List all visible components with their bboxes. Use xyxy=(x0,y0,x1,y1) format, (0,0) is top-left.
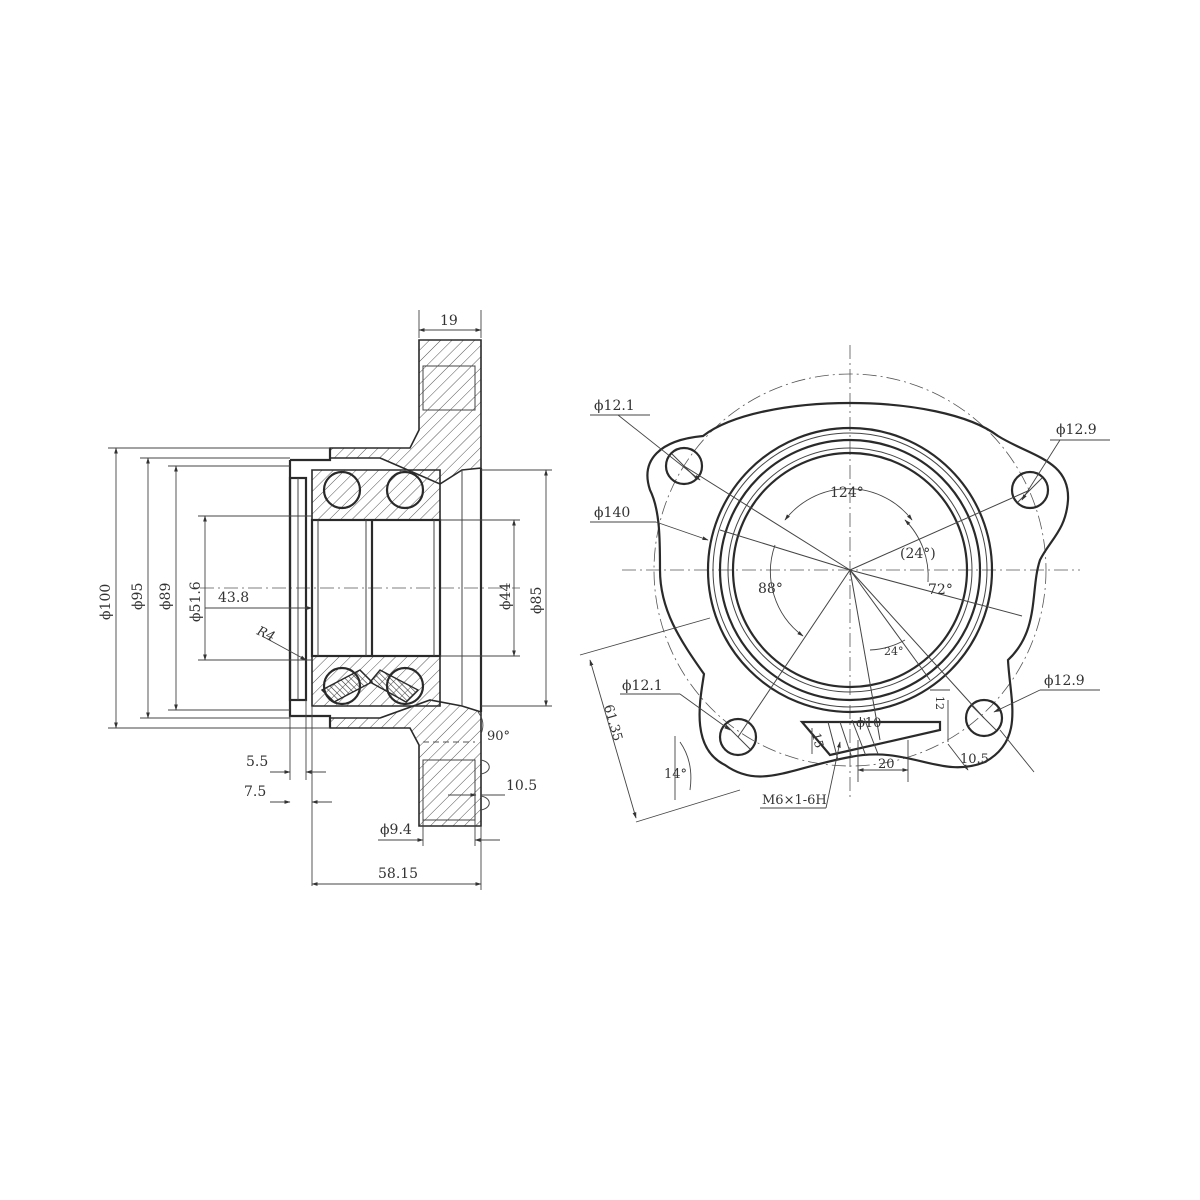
label-thread: M6×1-6H xyxy=(762,793,827,808)
ball-lower-left xyxy=(322,666,362,706)
flange-lower xyxy=(329,699,482,827)
label-hole-bl: ϕ12.1 xyxy=(622,678,663,694)
ball-lower-right xyxy=(385,666,425,706)
angle-88: 88° xyxy=(758,581,783,597)
dim-10-5-front: 10.5 xyxy=(960,752,989,767)
inner-ring xyxy=(731,451,969,689)
dim-58-15: 58.15 xyxy=(378,866,418,882)
lower-bolt-hole xyxy=(422,759,476,821)
dim-7-5: 7.5 xyxy=(244,784,266,800)
ball-upper-left xyxy=(322,470,362,510)
label-hole-br: ϕ12.9 xyxy=(1044,673,1085,689)
outer-ring xyxy=(706,426,994,714)
outer-race-upper xyxy=(311,469,441,521)
dim-61-35: 61.35 xyxy=(600,703,625,743)
hole-top-left xyxy=(664,446,704,486)
front-view: 124° (24°) 88° 72° 24° ϕ12.1 ϕ12.9 ϕ140 … xyxy=(579,345,1110,823)
dim-d10: ϕ10 xyxy=(856,716,881,731)
hole-top-right xyxy=(1010,470,1050,510)
bolt-circle xyxy=(653,373,1047,767)
flange-upper xyxy=(329,339,482,485)
dim-5-5: 5.5 xyxy=(246,754,268,770)
dim-d51-6: ϕ51.6 xyxy=(188,581,204,622)
hole-bottom-left xyxy=(718,717,758,757)
dim-20: 20 xyxy=(878,757,895,772)
label-hole-tl: ϕ12.1 xyxy=(594,398,635,414)
label-hole-tr: ϕ12.9 xyxy=(1056,422,1097,438)
upper-bolt-hole xyxy=(422,365,476,411)
seal-lower-right xyxy=(368,669,420,703)
angle-124: 124° xyxy=(830,485,864,501)
dim-90deg: 90° xyxy=(487,729,510,744)
label-d140: ϕ140 xyxy=(594,505,630,521)
dim-d95: ϕ95 xyxy=(130,583,146,610)
flange-outline xyxy=(646,401,1070,778)
dim-19: 19 xyxy=(440,313,458,329)
inner-bore xyxy=(310,518,442,658)
dim-d85: ϕ85 xyxy=(529,587,545,614)
dim-15: 15 xyxy=(809,731,826,749)
sensor-boss xyxy=(799,720,942,757)
angle-72: 72° xyxy=(928,582,953,598)
dim-d100: ϕ100 xyxy=(98,584,114,620)
dim-14deg: 14° xyxy=(664,767,687,782)
dim-d89: ϕ89 xyxy=(158,583,174,610)
dim-43-8: 43.8 xyxy=(218,590,249,606)
side-section-view: 19 ϕ100 ϕ95 ϕ89 ϕ51.6 43.8 R4 ϕ44 xyxy=(98,310,552,890)
angle-24: 24° xyxy=(884,645,904,658)
dim-10-5: 10.5 xyxy=(506,778,537,794)
dim-d44: ϕ44 xyxy=(498,583,514,610)
dim-12: 12 xyxy=(933,696,946,710)
angle-24-paren: (24°) xyxy=(900,546,936,562)
ball-upper-right xyxy=(385,470,425,510)
dim-r4: R4 xyxy=(253,624,277,645)
dim-d9-4: ϕ9.4 xyxy=(380,822,412,838)
hole-bottom-right xyxy=(964,698,1004,738)
